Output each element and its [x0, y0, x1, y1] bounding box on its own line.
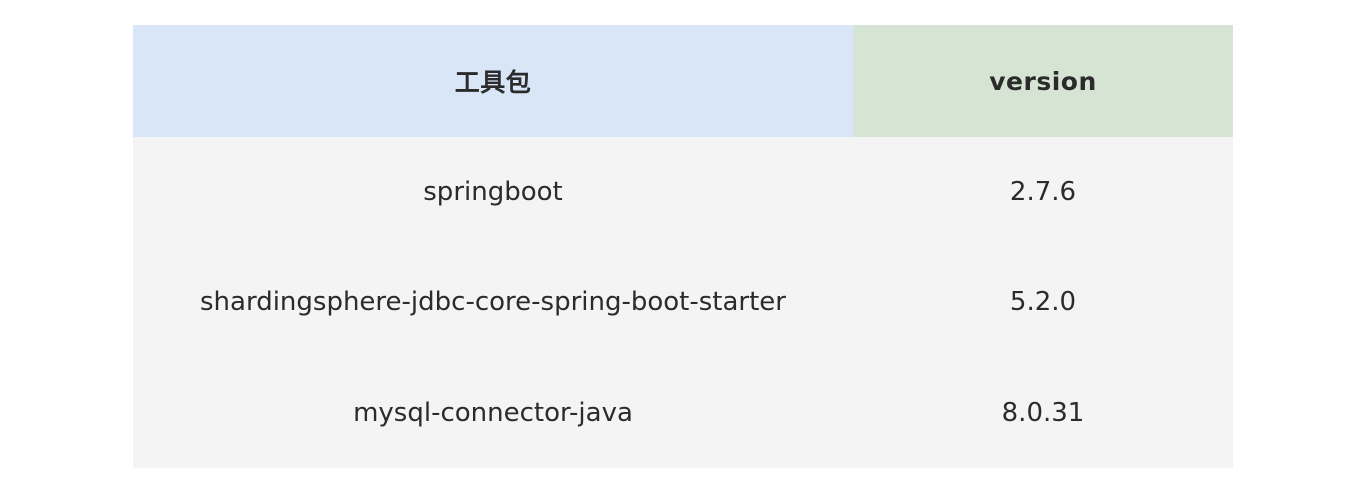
dependency-table: 工具包 version springboot 2.7.6 shardingsph… — [133, 25, 1233, 468]
header-row: 工具包 version — [133, 25, 1233, 137]
package-cell: springboot — [133, 137, 853, 248]
column-header-version: version — [853, 25, 1233, 137]
version-cell: 8.0.31 — [853, 357, 1233, 468]
version-cell: 2.7.6 — [853, 137, 1233, 248]
column-header-package: 工具包 — [133, 25, 853, 137]
table-body: springboot 2.7.6 shardingsphere-jdbc-cor… — [133, 137, 1233, 468]
version-cell: 5.2.0 — [853, 247, 1233, 358]
table-header: 工具包 version — [133, 25, 1233, 137]
package-cell: mysql-connector-java — [133, 357, 853, 468]
package-cell: shardingsphere-jdbc-core-spring-boot-sta… — [133, 247, 853, 358]
table-row: mysql-connector-java 8.0.31 — [133, 357, 1233, 468]
dependency-table-container: 工具包 version springboot 2.7.6 shardingsph… — [133, 25, 1233, 468]
table-row: shardingsphere-jdbc-core-spring-boot-sta… — [133, 247, 1233, 358]
table-row: springboot 2.7.6 — [133, 137, 1233, 248]
